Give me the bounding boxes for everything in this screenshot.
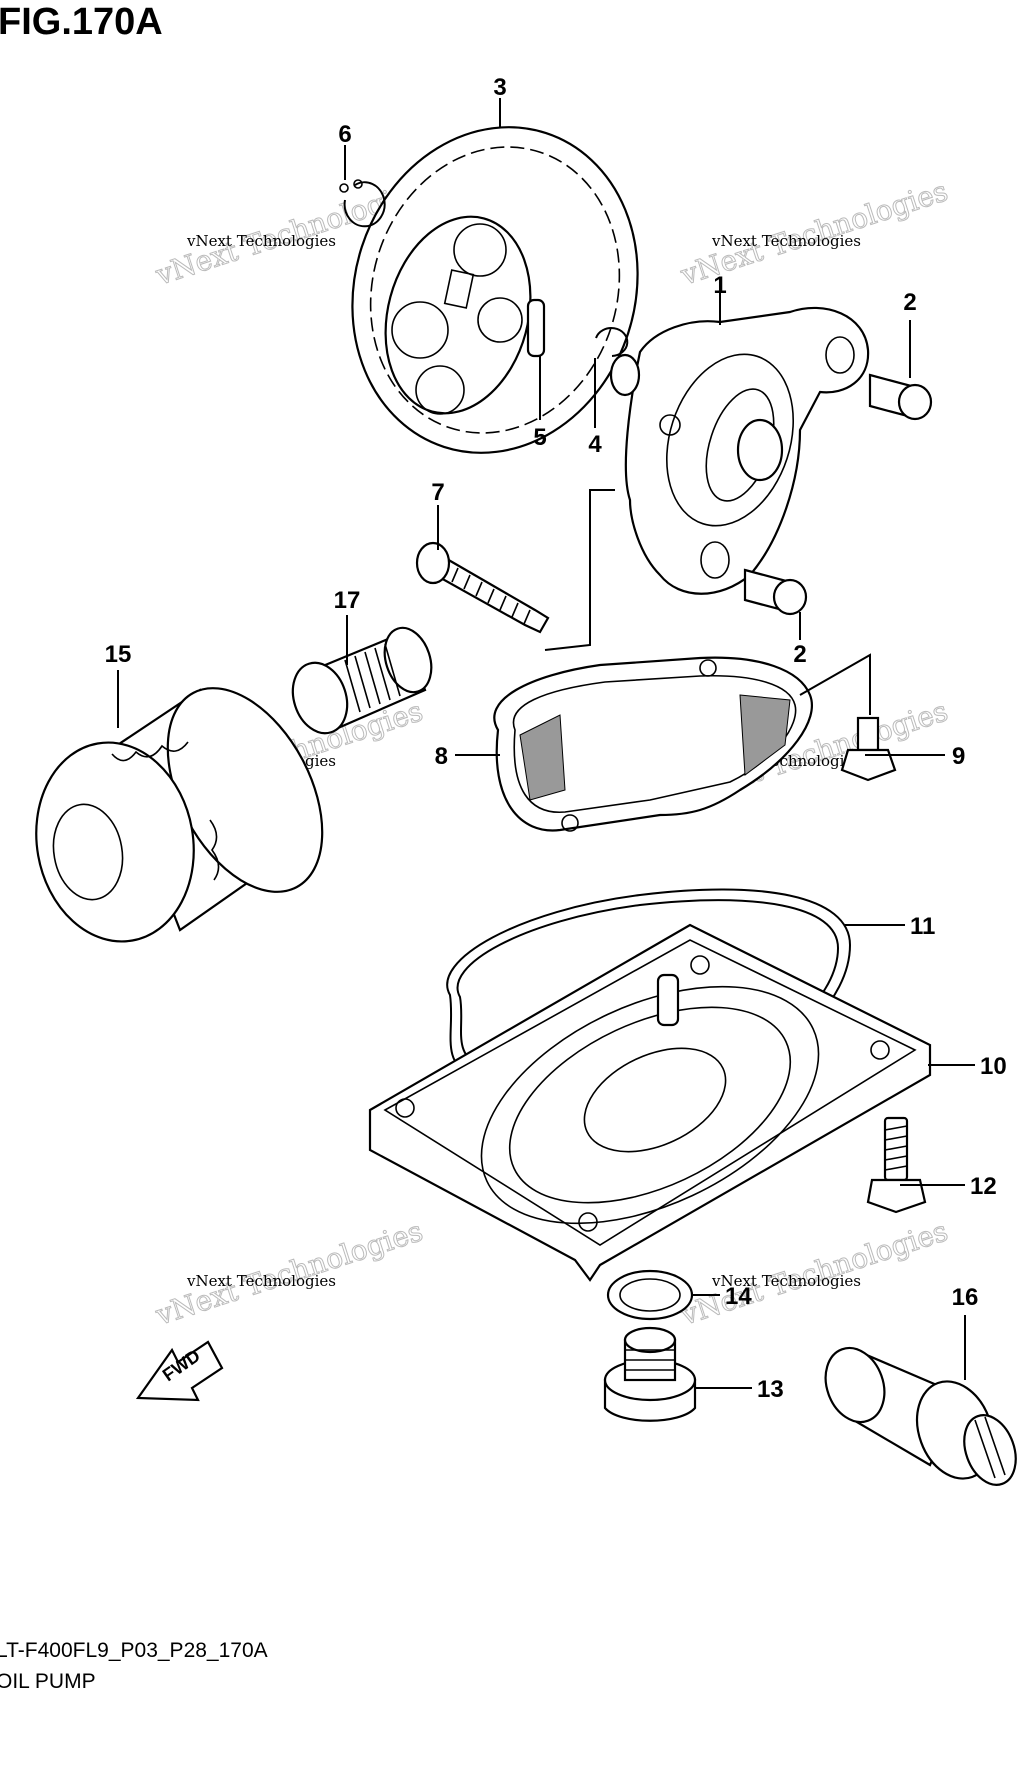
watermark-bottom-right: vNext Technologies vNext Technologies	[676, 1214, 953, 1333]
part-14-gasket[interactable]	[606, 1269, 694, 1321]
callout-13: 13	[757, 1376, 784, 1403]
watermark-small: vNext Technologies	[711, 1272, 861, 1290]
callout-2-upper: 2	[903, 289, 916, 316]
callout-labels: 3 6 1 2 5 4 7 2 17 15 8 9 11 10 12 14 13…	[105, 74, 1007, 1403]
part-2-dowel-upper[interactable]	[868, 373, 933, 421]
part-3-pump-gear[interactable]	[311, 90, 679, 490]
part-4-e-clip[interactable]	[595, 327, 629, 357]
callout-17: 17	[334, 587, 361, 614]
callout-4: 4	[588, 431, 602, 458]
model-code: LT-F400FL9_P03_P28_170A	[0, 1639, 268, 1662]
part-17-union-nipple[interactable]	[284, 622, 439, 740]
part-16-oil-pressure-switch[interactable]	[816, 1340, 1024, 1492]
watermark-small: vNext Technologies	[711, 232, 861, 250]
callout-5: 5	[533, 424, 546, 451]
callout-15: 15	[105, 641, 132, 668]
part-9-flange-bolt[interactable]	[840, 716, 897, 782]
watermark-small: vNext Technologies	[186, 1272, 336, 1290]
callout-7: 7	[431, 479, 444, 506]
figure-title: FIG.170A	[0, 1, 163, 43]
callout-2-lower: 2	[793, 641, 806, 668]
fwd-arrow-icon: FWD	[135, 1340, 224, 1402]
callout-14: 14	[725, 1283, 752, 1310]
callout-3: 3	[493, 74, 506, 101]
callout-9: 9	[952, 743, 965, 770]
part-15-oil-filter[interactable]	[21, 662, 354, 954]
leader-lines	[117, 98, 975, 1389]
callout-11: 11	[910, 913, 935, 940]
callout-10: 10	[980, 1053, 1007, 1080]
callout-6: 6	[338, 121, 351, 148]
part-1-oil-pump[interactable]	[609, 306, 870, 595]
watermark-bottom-left: vNext Technologies vNext Technologies	[151, 1214, 428, 1333]
callout-1: 1	[713, 272, 726, 299]
part-13-drain-plug[interactable]	[603, 1326, 697, 1422]
part-8-oil-strainer[interactable]	[493, 656, 813, 832]
watermark-small: vNext Technologies	[186, 232, 336, 250]
callout-8: 8	[435, 743, 448, 770]
part-12-flange-bolt[interactable]	[866, 1116, 927, 1214]
callout-16: 16	[952, 1284, 979, 1311]
part-6-circlip[interactable]	[339, 179, 386, 228]
section-name: OIL PUMP	[0, 1670, 96, 1693]
part-7-bolt[interactable]	[415, 541, 550, 634]
part-5-pin[interactable]	[526, 298, 546, 358]
part-10-oil-pan[interactable]	[368, 923, 932, 1282]
callout-12: 12	[970, 1173, 997, 1200]
part-2-dowel-lower[interactable]	[743, 568, 808, 616]
